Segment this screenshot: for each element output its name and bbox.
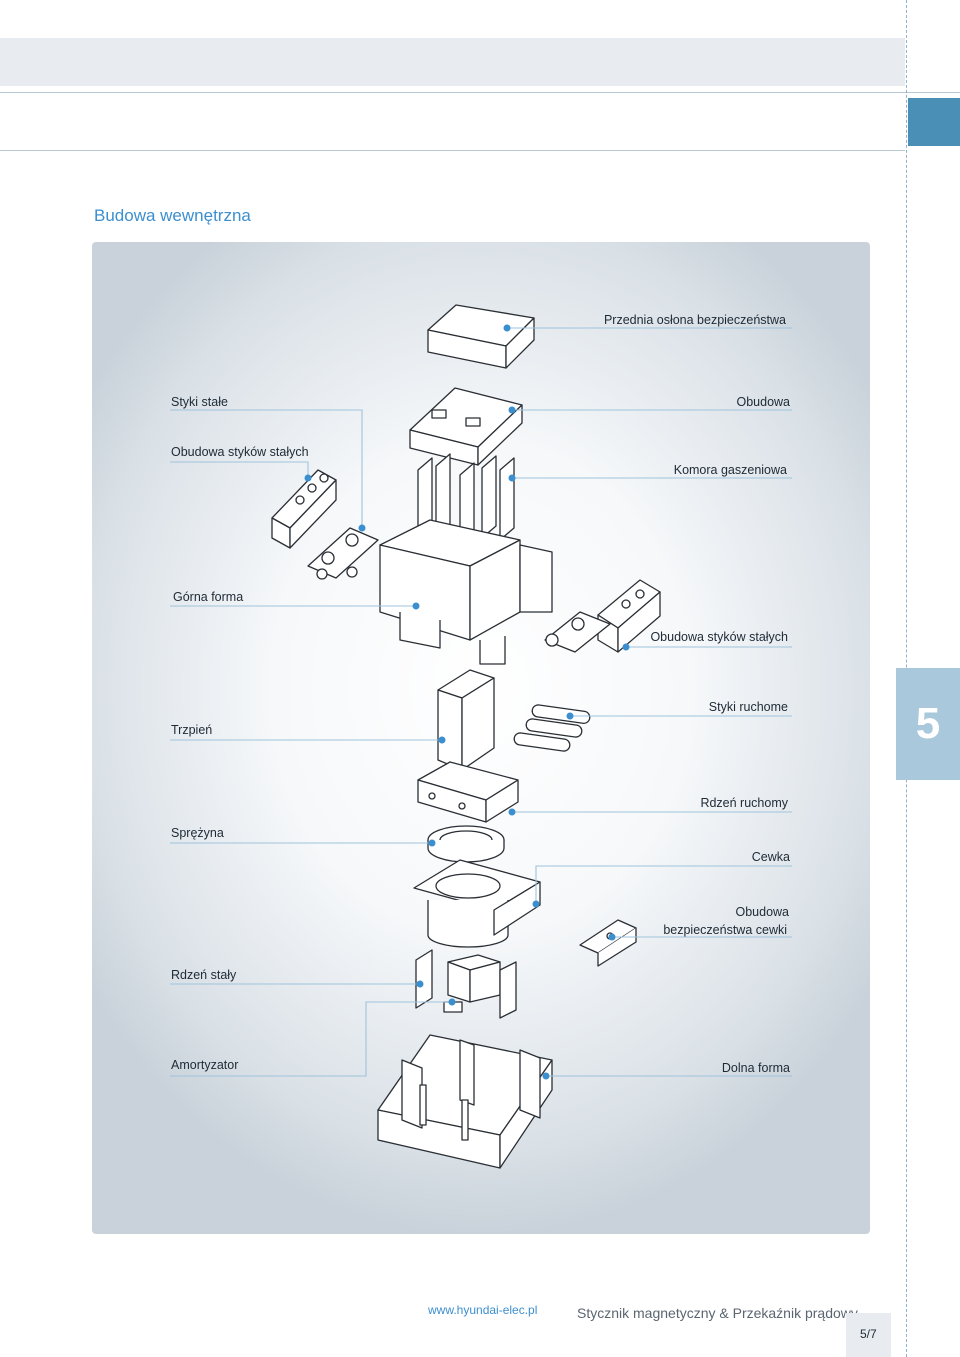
leader-lines: [170, 327, 792, 1077]
arc-chamber-part: [417, 453, 515, 546]
label-upper-mold: Górna forma: [173, 590, 244, 604]
label-coil-cover-line1: Obudowa: [735, 905, 789, 919]
housing-part: [409, 387, 523, 466]
lower-mold-part: [377, 1034, 553, 1169]
footer-title: Stycznik magnetyczny & Przekaźnik prądow…: [577, 1305, 858, 1321]
label-coil: Cewka: [751, 850, 790, 864]
label-moving-contacts: Styki ruchome: [708, 700, 788, 714]
label-fixed-contacts: Styki stałe: [171, 395, 228, 409]
moving-contacts-part: [513, 704, 591, 752]
fixed-contact-housing-left-part: [271, 469, 337, 549]
upper-mold-part: [379, 519, 553, 665]
coil-cover-part: [579, 919, 637, 967]
spring-part: [427, 825, 505, 863]
label-fixed-core: Rdzeń stały: [171, 968, 237, 982]
moving-core-part: [417, 761, 519, 823]
label-fixed-contact-housing-left: Obudowa styków stałych: [171, 445, 309, 459]
label-lower-mold: Dolna forma: [721, 1061, 790, 1075]
label-spring: Sprężyna: [171, 826, 224, 840]
plunger-part: [437, 669, 495, 771]
footer-url[interactable]: www.hyundai-elec.pl: [428, 1303, 538, 1317]
top-rule: [0, 92, 960, 93]
label-coil-cover-line2: bezpieczeństwa cewki: [663, 923, 787, 937]
header-rule: [0, 150, 905, 151]
side-tab-top: [908, 98, 960, 146]
fixed-contact-housing-right-part: [544, 579, 661, 653]
label-front-cover: Przednia osłona bezpieczeństwa: [603, 313, 786, 327]
fixed-core-part: [415, 949, 517, 1019]
callout-dots: [304, 324, 630, 1080]
top-band: [0, 38, 905, 86]
page-number-box: [846, 1313, 891, 1357]
section-title: Budowa wewnętrzna: [94, 206, 251, 225]
label-arc-chamber: Komora gaszeniowa: [673, 463, 787, 477]
label-damper: Amortyzator: [171, 1058, 239, 1072]
fixed-contacts-part: [307, 527, 379, 580]
label-plunger: Trzpień: [171, 723, 213, 737]
page-number: 5/7: [860, 1327, 877, 1341]
front-cover-part: [427, 304, 535, 369]
label-fixed-contact-housing-right: Obudowa styków stałych: [650, 630, 788, 644]
label-moving-core: Rdzeń ruchomy: [700, 796, 788, 810]
coil-part: [413, 859, 541, 948]
label-housing: Obudowa: [736, 395, 790, 409]
side-tab-number: 5: [896, 668, 960, 780]
